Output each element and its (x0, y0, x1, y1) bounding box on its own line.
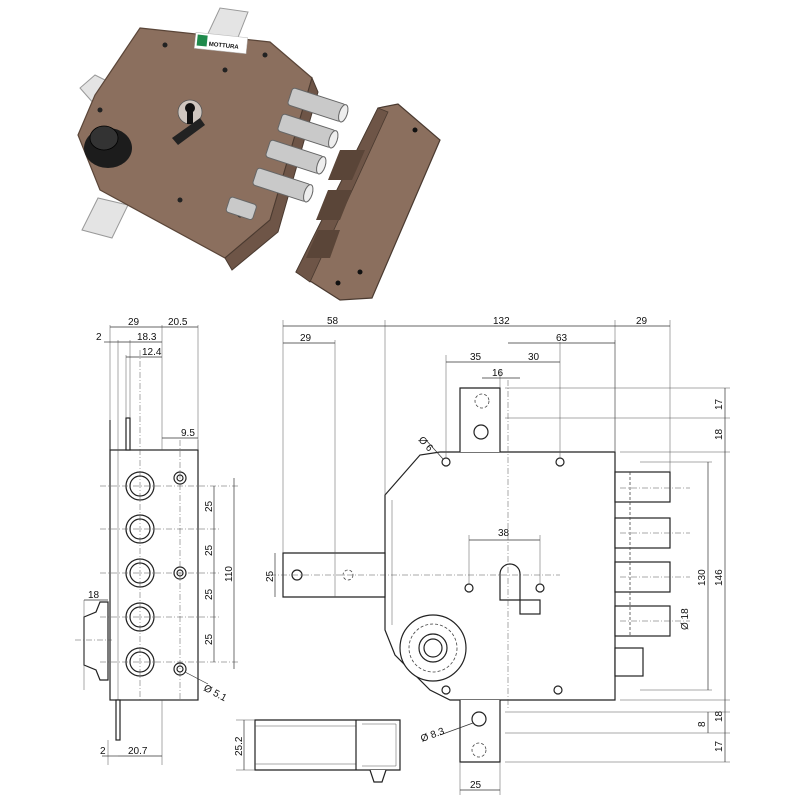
right-18: 18 (714, 428, 725, 440)
pitch-1: 25 (204, 500, 215, 512)
dim-35: 35 (470, 352, 482, 363)
hole-8-3: Ø 8.3 (419, 726, 446, 745)
knob-rose (399, 614, 467, 682)
bottom-dim-20-7: 20.7 (128, 746, 148, 757)
knob-icon (84, 125, 132, 168)
dim-132: 132 (493, 316, 510, 327)
dim-2: 2 (96, 332, 102, 343)
front-view-drawing: 58 132 29 29 35 30 63 16 Ø 6 38 25 Ø 18 … (265, 316, 730, 795)
bolt-set (225, 87, 349, 220)
brand-logo-icon (196, 34, 208, 47)
dim-12-4: 12.4 (142, 347, 162, 358)
right-146: 146 (714, 569, 725, 586)
dim-20-5: 20.5 (168, 317, 188, 328)
side-view-drawing: 29 20.5 2 18.3 12.4 9.5 25 25 25 25 110 … (75, 317, 240, 765)
dim-30: 30 (528, 352, 540, 363)
hole-6: Ø 6 (416, 435, 435, 455)
dim-58: 58 (327, 316, 339, 327)
right-17: 17 (714, 398, 725, 410)
dim-29-left: 29 (300, 333, 312, 344)
bottom-right-17: 17 (714, 740, 725, 752)
hole-5-1: Ø 5.1 (202, 683, 229, 704)
dim-38: 38 (498, 528, 510, 539)
bottom-right-18: 18 (714, 710, 725, 722)
cylinder-hole (499, 563, 541, 615)
knob-18: 18 (88, 590, 100, 601)
bottom-tab-25: 25 (470, 780, 482, 791)
front-bolts (614, 471, 671, 677)
pitch-2: 25 (204, 544, 215, 556)
dim-16: 16 (492, 368, 504, 379)
tab-25: 25 (265, 570, 276, 582)
strike-height-25-2: 25.2 (234, 736, 245, 756)
bottom-dim-2: 2 (100, 746, 106, 757)
brand-label: MOTTURA (208, 42, 239, 51)
right-130: 130 (697, 569, 708, 586)
dim-29: 29 (128, 317, 140, 328)
pitch-4: 25 (204, 633, 215, 645)
bottom-ear (459, 700, 501, 763)
overall-110: 110 (224, 566, 235, 582)
lock-photo: MOTTURA (77, 7, 441, 301)
dim-9-5: 9.5 (181, 428, 195, 439)
strike-plate-drawing: 25.2 (234, 719, 401, 783)
bolt-dia-18: Ø 18 (680, 608, 691, 630)
pitch-3: 25 (204, 588, 215, 600)
keyhole-icon (172, 99, 205, 145)
strike-box (295, 103, 441, 301)
bottom-right-8: 8 (697, 721, 708, 727)
dim-29-right: 29 (636, 316, 648, 327)
dim-18-3: 18.3 (137, 332, 157, 343)
side-knob (83, 601, 109, 681)
dim-63: 63 (556, 333, 568, 344)
top-ear (459, 387, 501, 452)
